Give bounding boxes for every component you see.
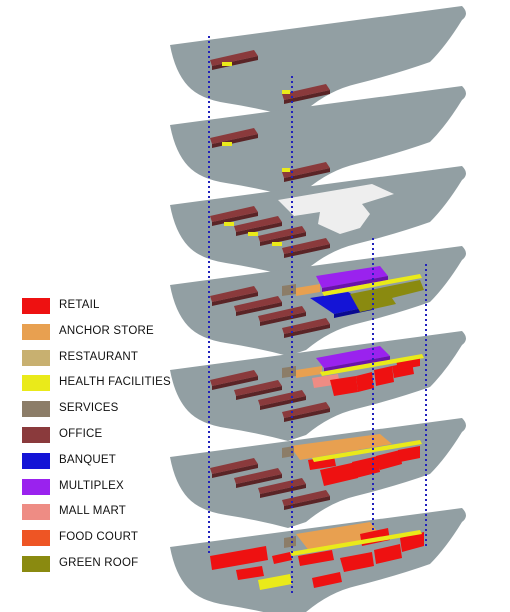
legend-label: HEALTH FACILITIES	[59, 376, 171, 389]
legend-label: MALL MART	[59, 505, 126, 518]
legend-label: SERVICES	[59, 402, 119, 415]
legend-swatch	[22, 323, 50, 340]
legend-item: MULTIPLEX	[22, 477, 222, 497]
legend-swatch	[22, 452, 50, 469]
legend-swatch	[22, 298, 50, 314]
legend-item: GREEN ROOF	[22, 554, 222, 574]
legend-swatch	[22, 556, 50, 572]
legend-item: BANQUET	[22, 451, 222, 471]
legend-swatch	[22, 427, 50, 443]
legend-label: ANCHOR STORE	[59, 324, 154, 337]
level-6-blocks	[210, 128, 330, 182]
legend-label: MULTIPLEX	[59, 479, 124, 492]
level-2-blocks	[210, 434, 422, 510]
legend-label: RESTAURANT	[59, 350, 139, 363]
legend-item: SERVICES	[22, 399, 222, 419]
legend-swatch	[22, 401, 50, 418]
legend-swatch	[22, 375, 50, 392]
vertical-connector-lines	[208, 36, 427, 596]
level-4-blocks	[210, 266, 424, 338]
legend-item: RESTAURANT	[22, 348, 222, 368]
legend-item: OFFICE	[22, 425, 222, 445]
legend-label: FOOD COURT	[59, 531, 139, 544]
legend-swatch	[22, 349, 50, 366]
legend-swatch	[22, 504, 50, 521]
legend-label: OFFICE	[59, 428, 103, 440]
legend-item: RETAIL	[22, 296, 222, 316]
legend-item: ANCHOR STORE	[22, 322, 222, 342]
level-1-blocks	[210, 522, 424, 590]
legend-item: MALL MART	[22, 502, 222, 522]
legend-swatch	[22, 530, 50, 547]
level-7-blocks	[210, 50, 330, 104]
legend-item: FOOD COURT	[22, 528, 222, 548]
legend-item: HEALTH FACILITIES	[22, 373, 222, 393]
legend-swatch	[22, 478, 50, 495]
level-5-blocks	[210, 184, 394, 258]
legend-label: RETAIL	[59, 299, 100, 311]
legend-label: BANQUET	[59, 453, 116, 466]
legend-label: GREEN ROOF	[59, 557, 139, 569]
